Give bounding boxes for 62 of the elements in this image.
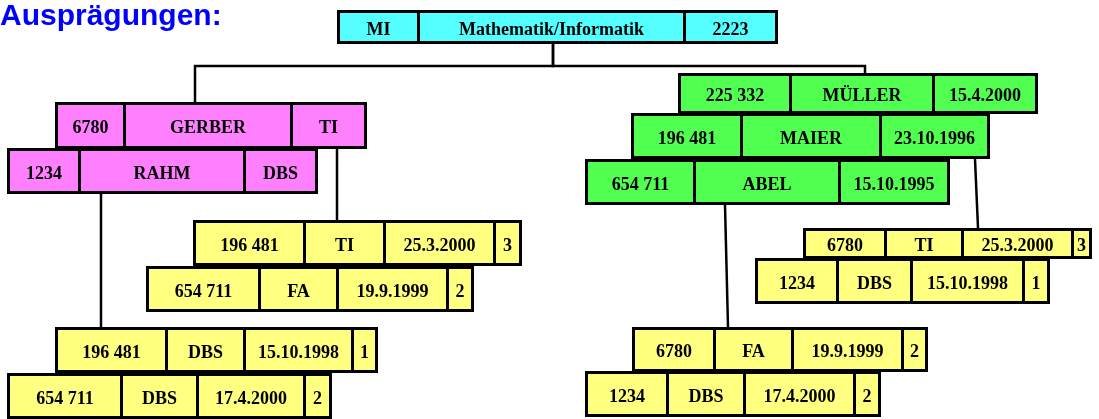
record-field: 1 [1022, 261, 1047, 301]
connector-line [723, 204, 730, 328]
record-box [585, 159, 950, 205]
record-box [55, 327, 378, 373]
record-field: 1234 [10, 151, 78, 191]
record-field: DBS [836, 261, 910, 301]
record-field: 2 [853, 374, 878, 414]
record-field: 15.10.1995 [838, 162, 947, 202]
record-field: Mathematik/Informatik [417, 13, 683, 41]
record-field: MAIER [740, 116, 879, 156]
record-field: 2 [901, 330, 925, 369]
record-box [7, 148, 318, 194]
record-box [585, 371, 881, 417]
record-field: 196 481 [196, 223, 303, 263]
record-field: RAHM [78, 151, 243, 191]
record-field: DBS [165, 330, 243, 370]
record-field: 1234 [758, 261, 836, 301]
connector-line [99, 194, 103, 327]
record-field: 654 711 [10, 376, 120, 416]
record-box [632, 327, 928, 372]
record-box [755, 258, 1050, 304]
record-field: 19.9.1999 [336, 269, 446, 309]
record-field: 15.10.1998 [243, 330, 351, 370]
record-field: 196 481 [58, 330, 165, 370]
connector-line [973, 158, 980, 229]
record-field: 6780 [58, 105, 123, 146]
record-field: 2 [303, 376, 329, 416]
record-field: 17.4.2000 [743, 374, 853, 414]
record-field: 654 711 [588, 162, 693, 202]
record-field: ABEL [693, 162, 838, 202]
record-field: 6780 [806, 231, 884, 256]
record-field: TI [303, 223, 383, 263]
record-field: 196 481 [634, 116, 740, 156]
record-field: MI [340, 13, 417, 41]
record-field: 25.3.2000 [383, 223, 493, 263]
record-box [631, 113, 990, 159]
record-box [678, 73, 1038, 114]
record-field: FA [258, 269, 336, 309]
record-field: DBS [243, 151, 315, 191]
record-field: 1 [351, 330, 375, 370]
record-field: 17.4.2000 [196, 376, 303, 416]
record-field: 654 711 [149, 269, 258, 309]
record-field: 15.10.1998 [910, 261, 1022, 301]
record-box [55, 102, 367, 149]
heading: Ausprägungen: [0, 0, 222, 32]
record-field: DBS [666, 374, 743, 414]
record-field: 6780 [635, 330, 713, 369]
record-box [193, 220, 522, 266]
record-field: 2 [446, 269, 471, 309]
connector-line [551, 44, 867, 73]
record-field: 2223 [683, 13, 775, 41]
record-field: DBS [120, 376, 196, 416]
record-box [803, 228, 1092, 259]
record-box [7, 373, 332, 419]
record-box [146, 266, 474, 312]
connector-line [335, 149, 339, 220]
record-box [337, 10, 778, 44]
record-field: 23.10.1996 [879, 116, 987, 156]
record-field: 225 332 [681, 76, 789, 111]
record-field: 1234 [588, 374, 666, 414]
record-field: 3 [493, 223, 519, 263]
record-field: 3 [1071, 231, 1089, 256]
